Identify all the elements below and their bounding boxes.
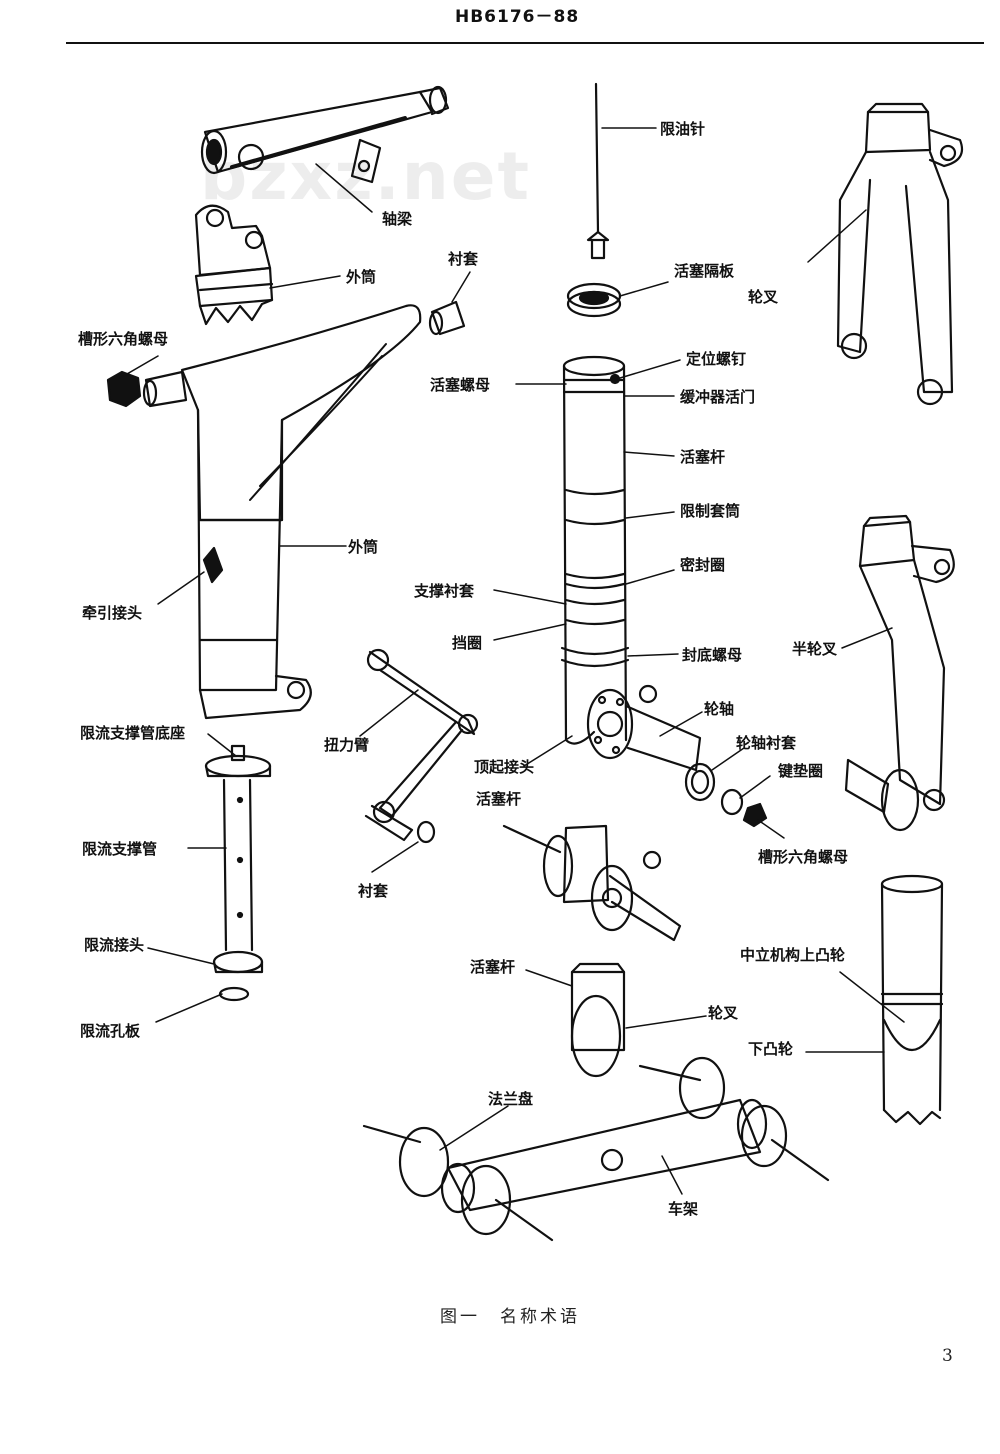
bushing-top-part (428, 300, 466, 336)
torque-arm-part (364, 648, 479, 844)
label-axle-bushing: 轮轴衬套 (736, 734, 797, 752)
header-rule (66, 42, 984, 44)
label-axle: 轮轴 (704, 700, 735, 718)
restrictor-tube-part (204, 744, 272, 1002)
label-torque-arm: 扭力臂 (324, 736, 370, 754)
label-upper-cam: 中立机构上凸轮 (740, 946, 846, 964)
page-number: 3 (942, 1346, 953, 1366)
leader-lines (119, 127, 905, 1195)
label-restrictor-fitting: 限流接头 (84, 936, 145, 954)
label-wheel-fork-2: 轮叉 (708, 1004, 739, 1022)
label-outer-tube-top: 外筒 (346, 268, 377, 286)
watermark: bzxz.net (200, 138, 532, 215)
axle-hardware-part (684, 762, 768, 828)
label-castle-nut-left: 槽形六角螺母 (78, 330, 169, 348)
label-piston-nut: 活塞螺母 (430, 376, 491, 394)
label-piston-rod-2: 活塞杆 (476, 790, 522, 808)
label-outer-tube-main: 外筒 (348, 538, 379, 556)
piston-rod-assembly (560, 355, 702, 772)
half-fork-part (844, 514, 955, 832)
figure-caption: 图一 名称术语 (440, 1307, 580, 1327)
label-castle-nut-right: 槽形六角螺母 (758, 848, 849, 866)
label-piston-rod-3: 活塞杆 (470, 958, 516, 976)
label-wheel-fork: 轮叉 (748, 288, 779, 306)
metering-pin-part (586, 82, 610, 260)
label-support-bushing: 支撑衬套 (414, 582, 475, 600)
label-jacking-fitting: 顶起接头 (474, 758, 535, 776)
label-piston-rod-1: 活塞杆 (680, 448, 726, 466)
label-restrictor-base: 限流支撑管底座 (80, 724, 186, 742)
label-lower-cam: 下凸轮 (748, 1040, 794, 1058)
outer-tube-small-part (194, 204, 274, 326)
bogie-frame-part (362, 962, 830, 1242)
label-retaining-ring: 挡圈 (452, 634, 483, 652)
label-piston-baffle: 活塞隔板 (674, 262, 735, 280)
label-flange: 法兰盘 (488, 1090, 534, 1108)
cam-tube-part (880, 874, 944, 1126)
label-restrictor-tube: 限流支撑管 (82, 840, 158, 858)
label-bushing-bottom: 衬套 (358, 882, 389, 900)
label-metering-pin: 限油针 (660, 120, 706, 138)
piston-rod-wheel-axle-part (502, 824, 682, 942)
wheel-fork-top-part (836, 102, 964, 406)
label-damper-valve: 缓冲器活门 (680, 388, 756, 406)
label-seal-ring: 密封圈 (680, 556, 726, 574)
label-key-washer: 键垫圈 (778, 762, 824, 780)
label-frame: 车架 (668, 1200, 699, 1218)
label-orifice-plate: 限流孔板 (80, 1022, 141, 1040)
label-half-fork: 半轮叉 (792, 640, 838, 658)
label-bushing-top: 衬套 (448, 250, 479, 268)
document-code: HB6176－88 (455, 7, 580, 27)
label-set-screw: 定位螺钉 (686, 350, 747, 368)
label-bottom-nut: 封底螺母 (682, 646, 743, 664)
label-limit-sleeve: 限制套筒 (680, 502, 741, 520)
label-tow-fitting: 牵引接头 (82, 604, 143, 622)
piston-baffle-part (566, 282, 622, 318)
outer-cylinder-main-part (106, 304, 422, 720)
axle-beam-part (200, 85, 450, 184)
label-axle-beam: 轴梁 (382, 210, 413, 228)
